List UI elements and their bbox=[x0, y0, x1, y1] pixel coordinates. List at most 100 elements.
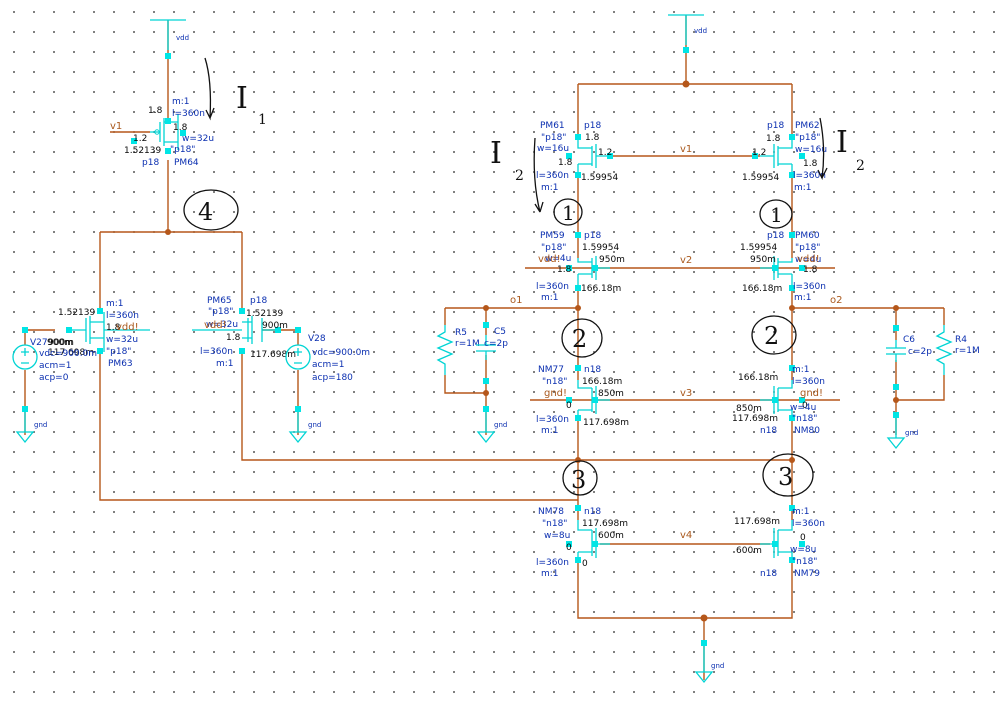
svg-text:1.8: 1.8 bbox=[803, 159, 818, 169]
transistor-pm64[interactable]: 1.8 m:1 l=360n 1.8 w=32u 1.2 1.52139 "p1… bbox=[124, 97, 214, 168]
svg-text:l=360n: l=360n bbox=[536, 171, 569, 181]
svg-text:acm=1: acm=1 bbox=[312, 360, 345, 370]
svg-text:n18: n18 bbox=[584, 365, 601, 375]
svg-text:1.52139: 1.52139 bbox=[58, 308, 95, 318]
transistor-pm61[interactable]: PM61 p18 "p18" 1.8 w=16u 1.2 1.8 l=360n … bbox=[536, 121, 618, 193]
svg-text:w=8u: w=8u bbox=[790, 545, 816, 555]
transistor-nm79[interactable]: m:1 117.698m l=360n 0 600m w=8u "n18" n1… bbox=[734, 505, 825, 579]
svg-text:117.698m: 117.698m bbox=[250, 350, 296, 360]
svg-text:m:1: m:1 bbox=[541, 569, 559, 579]
svg-text:1.8: 1.8 bbox=[226, 333, 241, 343]
svg-text:0: 0 bbox=[566, 401, 572, 411]
transistor-pm65[interactable]: PM65 p18 "p18" 1.52139 w=32u vdd! 900m 1… bbox=[192, 296, 296, 369]
svg-text:m:1: m:1 bbox=[106, 299, 124, 309]
gnd-symbol-v27[interactable]: gnd bbox=[15, 406, 47, 444]
svg-text:w=4u: w=4u bbox=[790, 403, 816, 413]
svg-text:m:1: m:1 bbox=[541, 426, 559, 436]
svg-text:600m: 600m bbox=[736, 546, 762, 556]
svg-text:850m: 850m bbox=[598, 389, 624, 399]
svg-text:w=32u: w=32u bbox=[206, 320, 238, 330]
gnd-symbol-v28[interactable]: gnd bbox=[288, 406, 321, 444]
svg-text:1.8: 1.8 bbox=[766, 134, 781, 144]
net-label-v3: v3 bbox=[680, 388, 692, 399]
gnd-symbol-main[interactable]: gnd bbox=[694, 640, 724, 684]
svg-text:2: 2 bbox=[856, 158, 865, 174]
svg-text:"p18": "p18" bbox=[541, 133, 566, 143]
svg-text:l=360n: l=360n bbox=[792, 377, 825, 387]
svg-text:vdd!: vdd! bbox=[204, 320, 227, 331]
svg-text:l=360n: l=360n bbox=[793, 171, 826, 181]
svg-text:m:1: m:1 bbox=[216, 359, 234, 369]
svg-text:0: 0 bbox=[800, 533, 806, 543]
svg-text:3: 3 bbox=[778, 463, 793, 491]
vdd-symbol-right[interactable]: vdd bbox=[668, 14, 707, 53]
svg-text:w=32u: w=32u bbox=[182, 134, 214, 144]
svg-text:R5: R5 bbox=[455, 328, 467, 338]
svg-text:I: I bbox=[490, 136, 502, 171]
capacitor-c6[interactable]: C6 c=2p bbox=[886, 325, 932, 390]
resistor-r4[interactable]: R4 r=1M bbox=[935, 325, 980, 375]
svg-text:r=1M: r=1M bbox=[955, 346, 980, 356]
svg-text:acm=1: acm=1 bbox=[39, 361, 72, 371]
svg-text:1: 1 bbox=[562, 201, 575, 225]
svg-text:1.8: 1.8 bbox=[585, 133, 600, 143]
gnd-symbol-c6[interactable]: gnd bbox=[886, 412, 918, 450]
svg-text:l=360n: l=360n bbox=[172, 109, 205, 119]
svg-text:PM62: PM62 bbox=[795, 121, 820, 131]
svg-text:1.2: 1.2 bbox=[133, 134, 147, 144]
svg-text:vdd!: vdd! bbox=[797, 254, 820, 265]
svg-text:2: 2 bbox=[515, 168, 524, 184]
svg-text:acp=0: acp=0 bbox=[39, 373, 69, 383]
svg-text:PM60: PM60 bbox=[795, 231, 820, 241]
transistor-nm78[interactable]: NM78 n18 "n18" 117.698m w=8u 600m 0 l=36… bbox=[536, 505, 628, 579]
capacitor-c5[interactable]: C5 c=2p bbox=[476, 322, 508, 384]
transistor-nm80[interactable]: m:1 166.18m l=360n gnd! 850m 0 w=4u 117.… bbox=[732, 365, 825, 436]
svg-text:l=360n: l=360n bbox=[792, 519, 825, 529]
svg-text:m:1: m:1 bbox=[794, 183, 812, 193]
svg-text:950m: 950m bbox=[599, 255, 625, 265]
vdd-symbol-left[interactable]: vdd bbox=[150, 19, 189, 59]
svg-text:1.8: 1.8 bbox=[148, 106, 163, 116]
svg-text:p18: p18 bbox=[584, 231, 601, 241]
svg-text:4: 4 bbox=[198, 198, 213, 226]
svg-text:1.8: 1.8 bbox=[803, 265, 818, 275]
svg-text:I: I bbox=[236, 81, 248, 116]
transistor-nm77[interactable]: NM77 n18 "n18" 166.18m gnd! 850m 0 l=360… bbox=[536, 365, 629, 436]
transistor-pm59[interactable]: PM59 p18 "p18" 1.59954 w=4u vdd! 950m 1.… bbox=[536, 231, 625, 303]
svg-text:c=2p: c=2p bbox=[484, 339, 508, 349]
transistor-pm62[interactable]: p18 PM62 1.8 "p18" 1.2 w=16u 1.8 1.59954… bbox=[742, 121, 827, 193]
net-label-v2: v2 bbox=[680, 255, 692, 266]
svg-text:1.8: 1.8 bbox=[558, 158, 573, 168]
svg-text:166.18m: 166.18m bbox=[582, 377, 622, 387]
transistor-pm63[interactable]: 1.52139 m:1 l=360n 1.8 vdd! w=32u "p18" … bbox=[48, 299, 150, 369]
transistor-pm60[interactable]: p18 PM60 1.59954 "p18" 950m w=4u vdd! 1.… bbox=[740, 231, 826, 303]
svg-text:PM59: PM59 bbox=[540, 231, 565, 241]
voltage-source-v28[interactable]: V28 vdc=900.0m acm=1 acp=180 bbox=[285, 327, 370, 383]
svg-text:"p18": "p18" bbox=[795, 243, 820, 253]
svg-text:p18: p18 bbox=[142, 158, 159, 168]
svg-text:"p18": "p18" bbox=[106, 347, 131, 357]
svg-text:vdc=900.0m: vdc=900.0m bbox=[312, 348, 370, 358]
svg-text:p18: p18 bbox=[584, 121, 601, 131]
svg-text:m:1: m:1 bbox=[541, 293, 559, 303]
svg-text:117.698m: 117.698m bbox=[582, 519, 628, 529]
svg-text:m:1: m:1 bbox=[172, 97, 190, 107]
svg-text:gnd!: gnd! bbox=[544, 388, 567, 399]
gnd-symbol-c5[interactable]: gnd bbox=[476, 406, 507, 444]
svg-text:w=8u: w=8u bbox=[544, 531, 570, 541]
svg-text:w=32u: w=32u bbox=[106, 335, 138, 345]
svg-text:gnd!: gnd! bbox=[800, 388, 823, 399]
svg-text:vdd!: vdd! bbox=[116, 322, 139, 333]
svg-text:1.59954: 1.59954 bbox=[582, 243, 619, 253]
svg-text:m:1: m:1 bbox=[541, 183, 559, 193]
svg-text:3: 3 bbox=[571, 466, 586, 494]
net-label-o2: o2 bbox=[830, 295, 842, 306]
svg-text:C5: C5 bbox=[494, 327, 506, 337]
voltage-source-v27[interactable]: V27 900m vdc=900.0m acm=1 acp=0 bbox=[12, 327, 97, 383]
svg-text:1.8: 1.8 bbox=[173, 123, 188, 133]
resistor-r5[interactable]: R5 r=1M bbox=[436, 325, 480, 375]
net-label-v1: v1 bbox=[680, 144, 692, 155]
svg-text:0: 0 bbox=[802, 401, 808, 411]
